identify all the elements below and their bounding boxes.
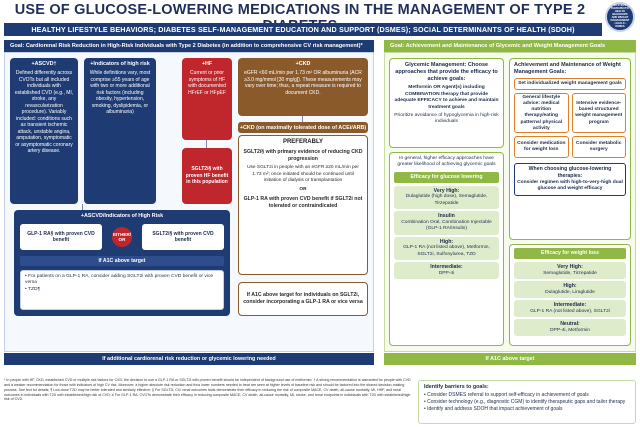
ckd-egfr-note: Use SGLT2i in people with an eGFR ≥20 mL… [247,165,359,183]
weight-very-high-drugs: Semaglutide, Tirzepatide [543,270,597,276]
either-or-badge: EITHER/ OR [112,227,132,247]
barriers-box: Identify barriers to goals: Consider DSM… [418,380,636,424]
glycemic-management-box: Glycemic Management: Choose approaches t… [389,58,504,148]
glp1-cvd-pill: GLP-1 RA§ with proven CVD benefit [20,224,102,250]
barriers-heading: Identify barriers to goals: [424,384,489,390]
goal-glycemic-header: Goal: Achievement and Maintenance of Gly… [384,40,636,52]
weight-goals-bar: Set individualized weight management goa… [514,78,626,91]
ckd-connector [302,116,303,122]
lifestyle-banner: HEALTHY LIFESTYLE BEHAVIORS; DIABETES SE… [4,23,602,36]
lifestyle-advice-box: General lifestyle advice: medical nutrit… [514,93,569,134]
barrier-sdoh: Identify and address SDOH that impact ac… [424,406,630,413]
ckd-preferably-box: PREFERABLY SGLT2i§ with primary evidence… [238,135,368,275]
weight-high-label: High: [563,282,577,289]
efficacy-insulin-label: Insulin [438,213,455,219]
intensive-program-box: Intensive evidence-based structured weig… [571,93,626,134]
efficacy-very-high-label: Very High: [433,187,460,194]
weight-neutral-label: Neutral: [560,321,580,328]
efficacy-high-drugs: GLP-1 RA (not listed above), Metformin, … [403,245,490,257]
hf-sglt2i-box: SGLT2i§ with proven HF benefit in this p… [182,148,232,204]
barrier-dsmes: Consider DSMES referral to support self-… [424,392,630,399]
efficacy-very-high: Very High:Dulaglutide (high dose), Semag… [394,185,499,209]
weight-high-drugs: Dulaglutide, Liraglutide [545,289,595,295]
glycemic-heading: Glycemic Management: Choose approaches t… [395,62,498,83]
ckd-heading: +CKD [295,61,311,67]
additional-risk-reduction-bar: If additional cardiorenal risk reduction… [4,353,374,365]
glycemic-metformin-line: Metformin OR Agent(s) including COMBINAT… [394,85,499,110]
glycemic-hypoglycemia-line: Prioritize avoidance of hypoglycemia in … [394,112,499,125]
choose-therapies-heading: When choosing glucose-lowering therapies… [528,166,612,180]
ascvd-add-therapy-note: For patients on a GLP-1 RA, consider add… [20,270,224,310]
weight-heading: Achievement and Maintenance of Weight Ma… [514,62,621,76]
weight-very-high: Very High:Semaglutide, Tirzepatide [514,261,626,279]
ascvd-high-risk-heading: +ASCVD/Indicators of High Risk [80,213,164,219]
efficacy-weight-bar: Efficacy for weight loss [514,248,626,259]
footnote-text: * In people with HF, CKD, established CV… [4,378,411,402]
ascvd-definition: Defined differently across CVOTs but all… [14,70,74,155]
ascvd-a1c-bar: If A1C above target [20,256,224,266]
weight-high: High:Dulaglutide, Liraglutide [514,280,626,298]
hf-connector [206,140,207,148]
weight-intermediate-label: Intermediate: [553,302,587,308]
barrier-technology: Consider technology (e.g., diagnostic CG… [424,399,630,406]
indicators-definition: While definitions vary, most comprise ≥5… [89,70,151,116]
efficacy-high: High:GLP-1 RA (not listed above), Metfor… [394,236,499,260]
ckd-box: +CKD eGFR <60 mL/min per 1.73 m² OR albu… [238,58,368,116]
hf-box: +HF Current or prior symptoms of HF with… [182,58,232,140]
choose-therapies-box: When choosing glucose-lowering therapies… [514,163,626,196]
ascvd-box: +ASCVD† Defined differently across CVOTs… [10,58,78,204]
seal-text: 10 STEPS THERAPEUTIC HEALTH BEHAVIORS AN… [610,4,630,28]
ckd-sglt2i-line: SGLT2i§ with primary evidence of reducin… [243,148,363,162]
ascvd-note-combine: For patients on a GLP-1 RA, consider add… [25,274,219,287]
metabolic-surgery-box: Consider metabolic surgery [571,136,626,159]
weight-management-box: Achievement and Maintenance of Weight Ma… [509,58,631,240]
ckd-or-label: OR [299,187,307,192]
choose-therapies-text: Consider regimen with high-to-very-high … [517,179,623,192]
weight-neutral: Neutral:DPP-4i, Metformin [514,319,626,337]
ckd-glp1-line: GLP-1 RA with proven CVD benefit if SGLT… [243,196,363,209]
ascvd-connector [82,204,83,210]
goal-cardiorenal-header: Goal: Cardiorenal Risk Reduction in High… [4,40,374,52]
ckd-on-acei-bar: +CKD (on maximally tolerated dose of ACE… [238,122,368,133]
sglt2i-cvd-pill: SGLT2i§ with proven CVD benefit [142,224,224,250]
weight-neutral-drugs: DPP-4i, Metformin [550,327,590,333]
hf-definition: Current or prior symptoms of HF with doc… [188,70,226,96]
efficacy-high-label: High: [439,238,454,245]
a1c-above-target-bar: If A1C above target [384,353,636,365]
ckd-a1c-box: If A1C above target for individuals on S… [238,282,368,316]
efficacy-very-high-drugs: Dulaglutide (high dose), Semaglutide, Ti… [405,194,488,206]
efficacy-intermediate-drugs: DPP-4i [438,270,455,276]
efficacy-intermediate-label: Intermediate: [430,264,463,270]
weight-very-high-label: Very High: [557,263,583,270]
weight-medication-box: Consider medication for weight loss [514,136,569,159]
efficacy-insulin-drugs: Combination Oral, Combination Injectable… [401,219,492,232]
efficacy-intro: In general, higher efficacy approaches h… [397,156,496,168]
glucose-efficacy-box: In general, higher efficacy approaches h… [389,152,504,346]
ascvd-heading: +ASCVD† [31,61,57,67]
efficacy-intermediate: Intermediate:DPP-4i [394,262,499,280]
weight-intermediate: Intermediate:GLP-1 RA (not listed above)… [514,300,626,318]
weight-intermediate-drugs: GLP-1 RA (not listed above), SGLT2i [530,308,610,314]
ascvd-note-tzd: TZD¶ [25,287,219,293]
preferably-heading: PREFERABLY [282,139,324,145]
ckd-definition: eGFR <60 mL/min per 1.73 m² OR albuminur… [244,70,362,96]
indicators-box: +Indicators of high risk While definitio… [84,58,156,204]
ada-seal-logo: 10 STEPS THERAPEUTIC HEALTH BEHAVIORS AN… [605,2,635,32]
weight-efficacy-box: Efficacy for weight loss Very High:Semag… [509,244,631,346]
efficacy-glucose-bar: Efficacy for glucose lowering [394,171,499,183]
indicators-heading: +Indicators of high risk [90,61,150,67]
hf-heading: +HF [201,61,213,67]
